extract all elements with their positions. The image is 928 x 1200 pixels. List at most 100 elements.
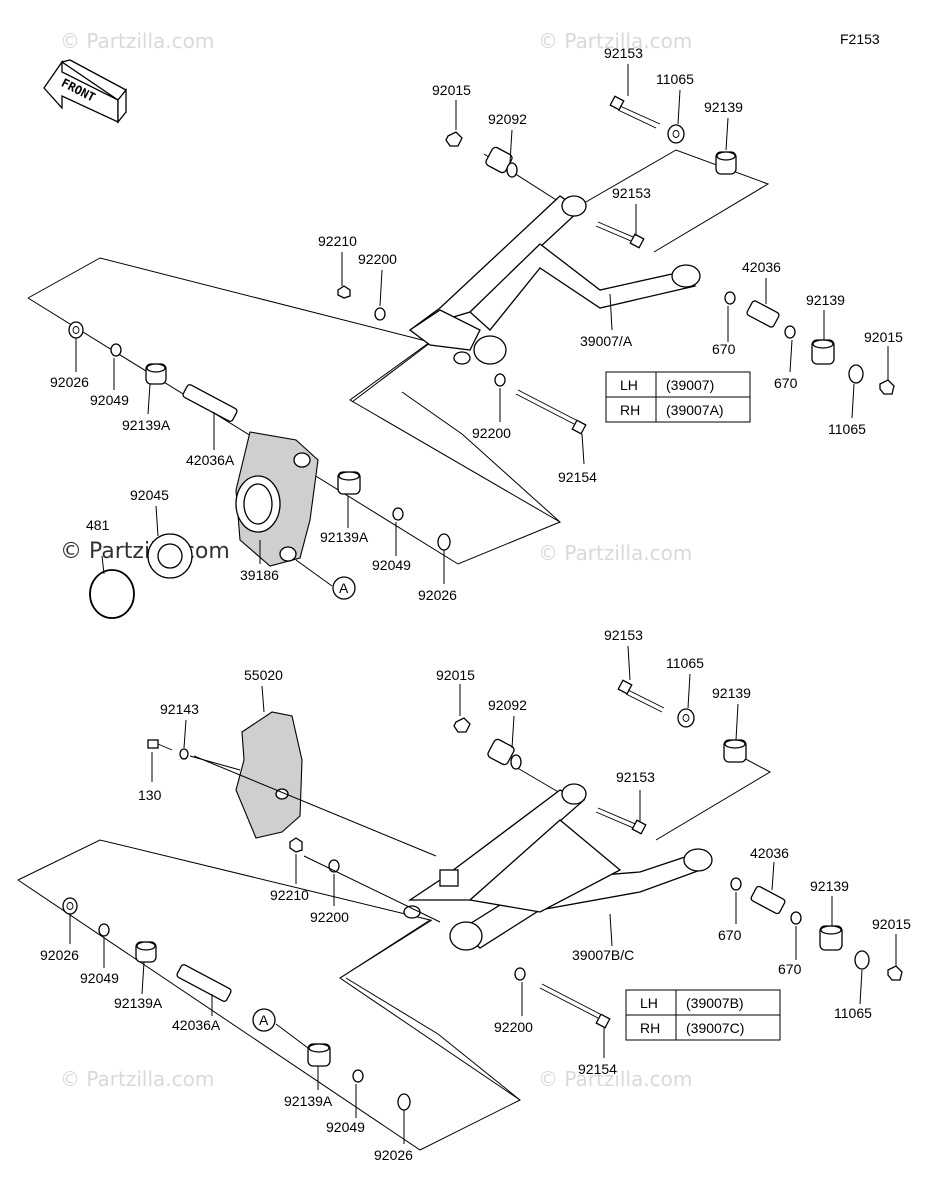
part-label: 92143: [160, 701, 199, 717]
hex-nut-icon: [887, 965, 903, 981]
washer-icon: [848, 364, 864, 384]
part-label: 92092: [488, 697, 527, 713]
bolt-icon: [539, 983, 611, 1029]
part-label: 92210: [318, 233, 357, 249]
part-label: 92026: [40, 947, 79, 963]
bolt-icon: [595, 807, 647, 835]
bushing-icon: [145, 363, 167, 385]
bushing-icon: [819, 925, 843, 951]
watermark: © Partzilla.com: [538, 541, 692, 565]
snap-ring-icon: [89, 569, 135, 619]
lh-rh-table-upper: LH (39007) RH (39007A): [605, 371, 751, 423]
lh-rh-table-lower: LH (39007B) RH (39007C): [625, 989, 781, 1041]
bearing-icon: [147, 533, 193, 579]
part-label: 92153: [612, 185, 651, 201]
washer-icon: [854, 950, 870, 970]
part-label: 92139: [810, 878, 849, 894]
bushing-icon: [715, 151, 737, 175]
part-label: 92026: [374, 1147, 413, 1163]
bolt-icon: [515, 389, 587, 435]
part-label: 39007/A: [580, 333, 633, 349]
washer-icon: [179, 748, 189, 760]
part-label: 92153: [616, 769, 655, 785]
part-label: 11065: [834, 1005, 872, 1021]
part-label: 92026: [50, 374, 89, 390]
part-label: 92015: [864, 329, 903, 345]
washer-icon: [494, 373, 506, 387]
part-label: 92154: [578, 1061, 617, 1077]
part-label: 92139: [704, 99, 743, 115]
o-ring-icon: [352, 1069, 364, 1083]
washer-icon: [374, 307, 386, 321]
part-label: 92026: [418, 587, 457, 603]
hex-nut-icon: [453, 717, 471, 733]
guard-plate-icon: [235, 711, 303, 839]
watermark-dark: © Partzilla.com: [60, 539, 230, 564]
washer-icon: [62, 897, 78, 915]
part-label: 92139A: [284, 1093, 333, 1109]
part-label: 92139A: [114, 995, 163, 1011]
washer-icon: [677, 708, 695, 728]
lower-assembly: A 92153 11065 55020 92015 92092 92139 92…: [17, 627, 911, 1163]
part-label: 92015: [432, 82, 471, 98]
watermark: © Partzilla.com: [538, 1067, 692, 1091]
part-label: 130: [138, 787, 162, 803]
o-ring-icon: [730, 877, 742, 891]
part-label: 11065: [656, 71, 694, 87]
part-label: 670: [778, 961, 802, 977]
a-arm-upper: [408, 195, 701, 365]
part-label: 11065: [828, 421, 866, 437]
part-label: 42036A: [186, 452, 235, 468]
upper-assembly: A 92153 11065 92015 92092 92139 92153 92…: [27, 45, 903, 619]
hex-nut-icon: [289, 837, 303, 853]
bolt-icon: [609, 95, 661, 129]
collar-icon: [746, 300, 780, 328]
part-label: 92139A: [320, 529, 369, 545]
part-label: 92092: [488, 111, 527, 127]
callout-a: A: [339, 580, 349, 596]
part-label: 92139: [712, 685, 751, 701]
bushing-icon: [723, 739, 747, 763]
part-label: 55020: [244, 667, 283, 683]
bushing-icon: [135, 941, 157, 963]
part-label: 92153: [604, 627, 643, 643]
o-ring-icon: [110, 343, 122, 357]
part-label: 92049: [372, 557, 411, 573]
bolt-icon: [595, 221, 645, 249]
o-ring-icon: [392, 507, 404, 521]
watermark: © Partzilla.com: [538, 29, 692, 53]
washer-icon: [667, 124, 685, 144]
part-label: 92200: [472, 425, 511, 441]
callout-a: A: [259, 1012, 269, 1028]
table-part: (39007B): [686, 995, 744, 1011]
hex-nut-icon: [879, 379, 895, 395]
part-label: 670: [774, 375, 798, 391]
watermark: © Partzilla.com: [60, 29, 214, 53]
bushing-icon: [811, 339, 835, 365]
part-label: 42036: [750, 845, 789, 861]
hex-nut-icon: [337, 285, 351, 299]
part-label: 92200: [494, 1019, 533, 1035]
part-label: 92139A: [122, 417, 171, 433]
part-label: 42036A: [172, 1017, 221, 1033]
part-label: 92139: [806, 292, 845, 308]
part-label: 670: [718, 927, 742, 943]
a-arm-lower: [403, 783, 713, 951]
part-label: 39186: [240, 567, 279, 583]
knuckle-icon: [235, 431, 319, 567]
part-label: 92153: [604, 45, 643, 61]
part-label: 92210: [270, 887, 309, 903]
part-label: 670: [712, 341, 736, 357]
front-arrow-icon: FRONT: [43, 59, 127, 124]
table-side: RH: [640, 1020, 660, 1036]
part-label: 92049: [326, 1119, 365, 1135]
part-label: 39007B/C: [572, 947, 634, 963]
part-label: 92200: [358, 251, 397, 267]
figure-code: F2153: [840, 31, 880, 47]
table-part: (39007): [666, 377, 714, 393]
washer-icon: [68, 321, 84, 339]
table-part: (39007C): [686, 1020, 744, 1036]
part-label: 92049: [80, 970, 119, 986]
o-ring-icon: [98, 923, 110, 937]
